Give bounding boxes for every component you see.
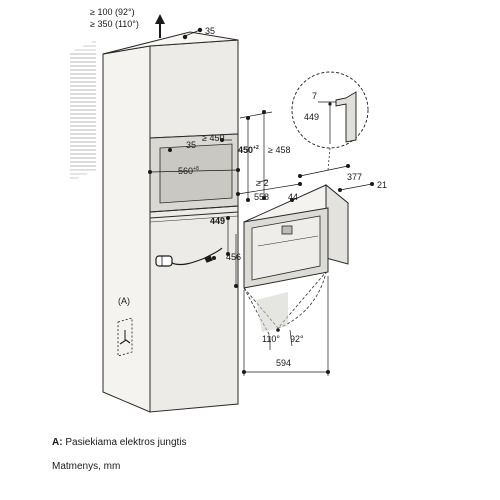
dim-frame-44: 44 [288,192,298,202]
power-cable [155,247,223,267]
dim-niche-560: 560+8 [178,166,199,176]
dim-angle-92: 92° [290,334,304,344]
dim-front-21: 21 [377,180,387,190]
socket-a [117,317,133,357]
legend-a-key: A: [52,437,63,448]
detail-circle [291,71,369,149]
dimension-lines [149,14,373,376]
dim-detail-7: 7 [312,91,317,101]
dim-detail-449: 449 [304,112,319,122]
built-in-appliance [243,183,349,337]
dim-height-456: 456 [226,252,241,262]
dim-niche-450: ≥ 450 [202,133,224,143]
legend-connection: A: Pasiekiama elektros jungtis [52,437,187,449]
dim-top-clearance-92: ≥ 100 (92°) [90,7,135,17]
dimension-labels: ≥ 100 (92°) ≥ 350 (110°) 35 ≥ 450 35 450… [90,7,387,368]
dim-gap-2: ≥ 2 [256,178,268,188]
dim-top-35: 35 [205,26,215,36]
dimension-dots [148,27,374,374]
tall-cabinet [102,31,239,413]
dim-depth-558: 558 [254,192,269,202]
dim-top-clearance-110: ≥ 350 (110°) [90,19,139,29]
dim-niche-450-main: 450+2 [238,145,259,155]
dim-niche-35: 35 [186,140,196,150]
dim-height-449: 449 [210,216,225,226]
wall-hatching [70,40,96,182]
legend-a-text: Pasiekiama elektros jungtis [62,437,187,448]
dim-width-594: 594 [276,358,291,368]
dim-niche-458: ≥ 458 [268,145,290,155]
dim-depth-377: 377 [347,172,362,182]
label-a: (A) [118,296,130,306]
legend-units: Matmenys, mm [52,461,121,472]
dim-angle-110: 110° [262,334,280,344]
